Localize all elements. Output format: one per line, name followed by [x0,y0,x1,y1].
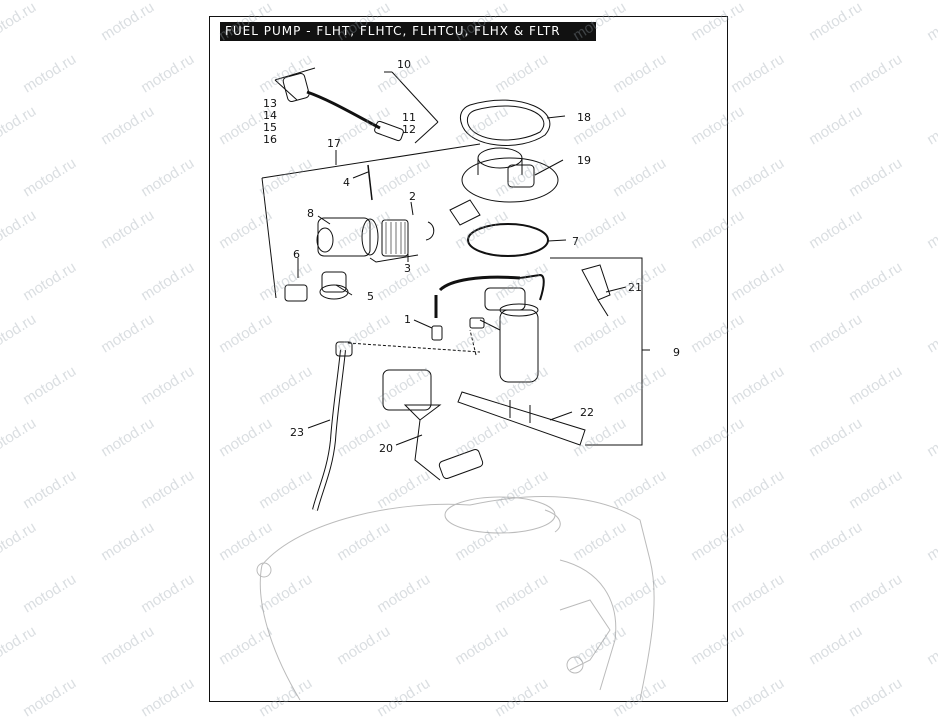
pump-assembly-9 [434,264,611,383]
callout-11: 11 [402,111,416,124]
diagram-title: FUEL PUMP - FLHT, FLHTC, FLHTCU, FLHX & … [220,22,596,41]
callout-5: 5 [367,290,374,303]
callout-6: 6 [293,248,300,261]
callout-9: 9 [673,346,680,359]
fuel-tank [256,496,655,701]
callout-18: 18 [577,111,591,124]
pump-module-8 [316,217,379,257]
part-6 [284,284,308,302]
callout-15: 15 [263,121,277,134]
callout-22: 22 [580,406,594,419]
diagram-drawing: 10 13 14 15 16 11 12 17 4 2 8 3 6 5 18 1… [256,58,680,701]
callout-12: 12 [402,123,416,136]
fitting-1 [431,325,443,341]
callout-7: 7 [572,235,579,248]
callout-3: 3 [404,262,411,275]
retaining-ring-18 [459,99,551,146]
regulator-5 [319,271,349,300]
top-plate-19 [461,147,559,203]
callout-19: 19 [577,154,591,167]
wiring-harness [274,67,439,144]
callout-1: 1 [404,313,411,326]
callout-labels: 10 13 14 15 16 11 12 17 4 2 8 3 6 5 18 1… [263,58,680,455]
callout-10: 10 [397,58,411,71]
callout-23: 23 [290,426,304,439]
callout-16: 16 [263,133,277,146]
bracket-22 [457,391,586,446]
hose-23 [312,341,353,511]
callout-21: 21 [628,281,642,294]
diagram-frame [209,16,728,702]
filter-3 [369,219,419,263]
gasket-7 [467,223,549,257]
callout-4: 4 [343,176,350,189]
callout-17: 17 [327,137,341,150]
callout-13: 13 [263,97,277,110]
callout-8: 8 [307,207,314,220]
callout-20: 20 [379,442,393,455]
float-arm-20 [382,369,484,481]
callout-2: 2 [409,190,416,203]
callout-14: 14 [263,109,277,122]
